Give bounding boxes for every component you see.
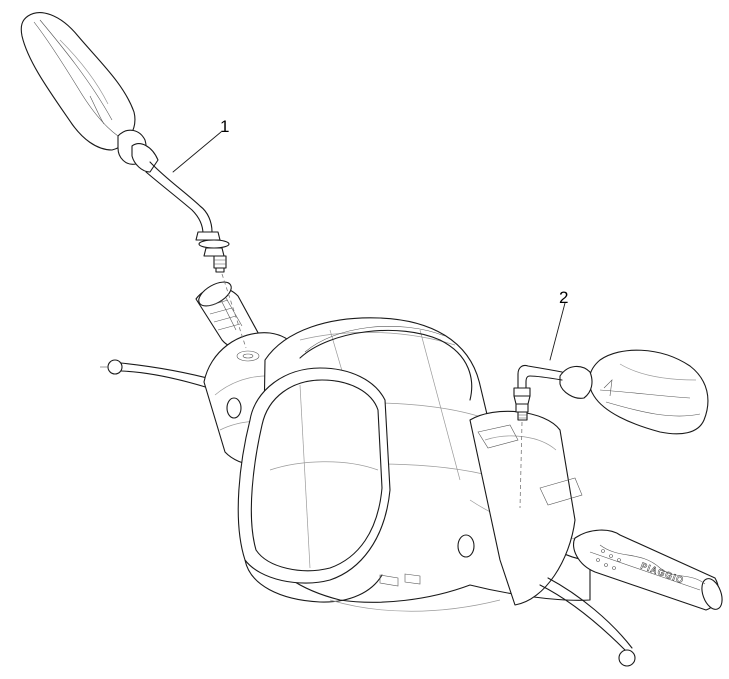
left-grip: [195, 281, 263, 349]
callout-2-label: 2: [559, 288, 568, 307]
right-grip: PIAGGIO: [573, 529, 723, 611]
callout-1-label: 1: [220, 117, 229, 136]
left-mirror: [20, 12, 247, 349]
instrument-lens: [237, 367, 391, 603]
left-brake-lever: [100, 359, 216, 390]
right-switch-housing: [469, 410, 583, 606]
callout-2: 2: [549, 288, 568, 361]
stem-details: [329, 573, 501, 612]
grip-dots: [596, 549, 621, 570]
right-mirror: [513, 349, 709, 509]
right-brake-lever: [539, 577, 636, 667]
callout-1: 1: [172, 117, 229, 173]
handlebar-assembly: PIAGGIO: [100, 281, 723, 667]
